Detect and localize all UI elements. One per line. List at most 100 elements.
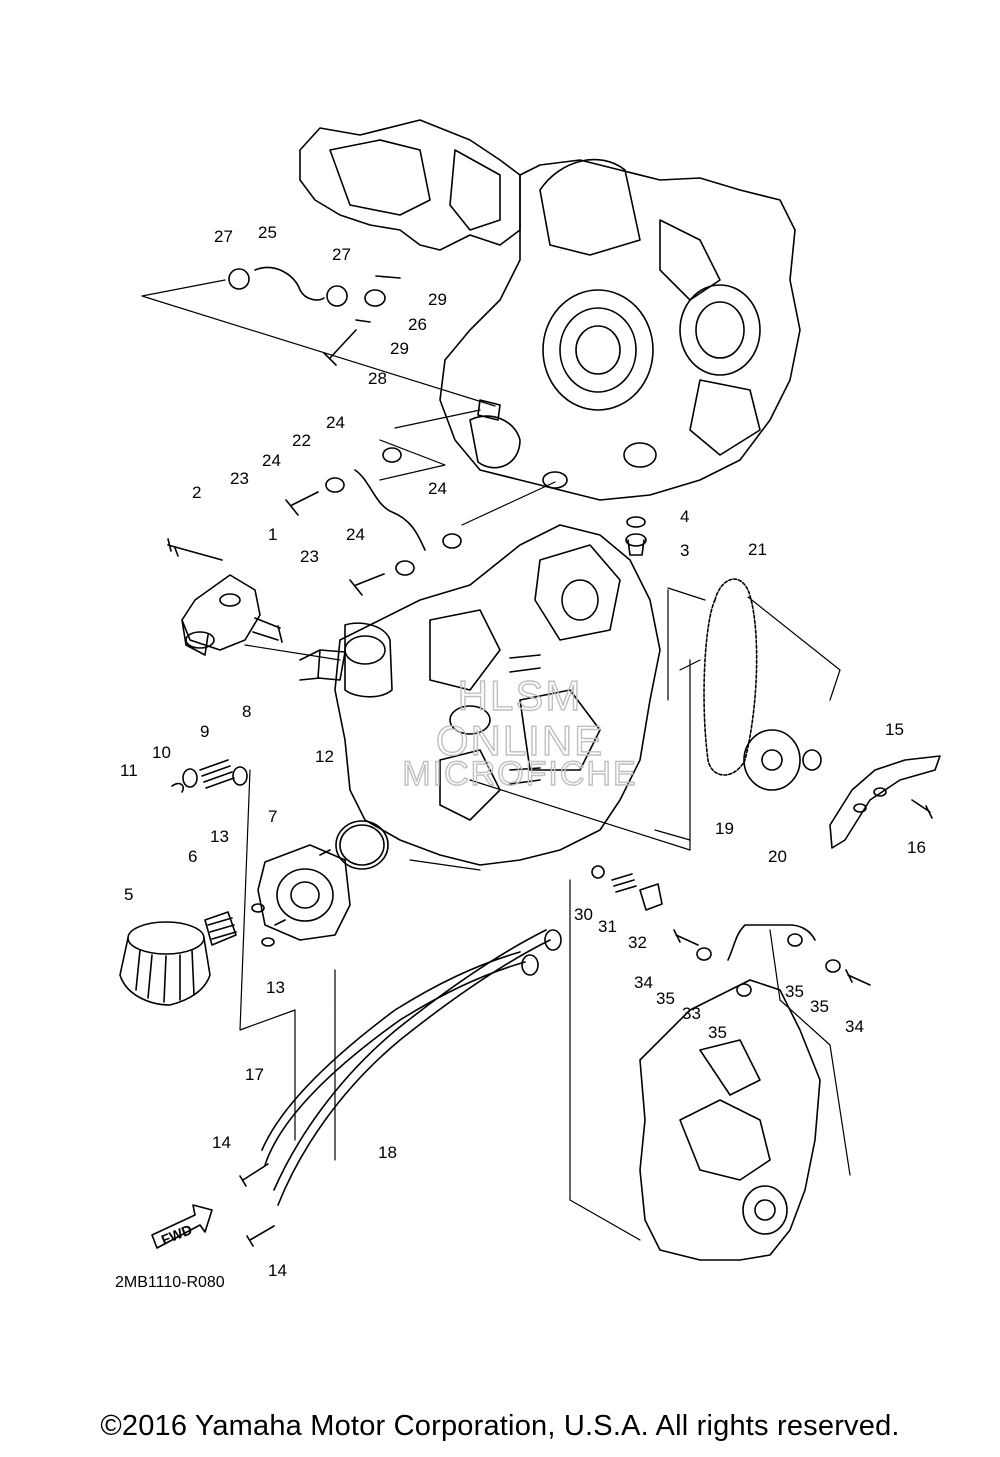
ball-30 [591, 865, 605, 879]
callout-label: 24 [262, 451, 281, 470]
callout-label: 13 [210, 827, 229, 846]
upper-crankcase [299, 119, 801, 501]
callout-label: 35 [810, 997, 829, 1016]
washer-4 [626, 516, 646, 528]
callout-label: 20 [768, 847, 787, 866]
callout-label: 32 [628, 933, 647, 952]
guide-15 [829, 755, 941, 849]
callout-label: 2 [192, 483, 201, 502]
clamp-27b [326, 285, 348, 307]
chain-21 [703, 578, 758, 776]
filter-housing-7 [257, 844, 351, 941]
crankcase-cover [639, 979, 821, 1261]
callout-label: 24 [428, 479, 447, 498]
part-8 [232, 766, 248, 786]
washer-35c [825, 959, 841, 973]
bolt-16 [911, 799, 933, 819]
callout-label: 23 [300, 547, 319, 566]
callout-labels: 1 2 3 4 5 6 7 8 9 10 11 12 13 13 14 14 1… [120, 223, 926, 1280]
callout-label: 34 [634, 973, 653, 992]
callout-label: 35 [656, 989, 675, 1008]
callout-label: 10 [152, 743, 171, 762]
callout-label: 22 [292, 431, 311, 450]
callout-label: 13 [266, 978, 285, 997]
callout-label: 3 [680, 541, 689, 560]
bolt-2 [167, 538, 223, 561]
svg-text:MICROFICHE: MICROFICHE [402, 755, 637, 793]
drain-plug-3 [625, 533, 647, 556]
o-ring-12 [335, 820, 389, 870]
o-ring-13b [261, 937, 275, 947]
part-29b [355, 319, 371, 323]
bolt-14a [239, 1163, 269, 1187]
joint-26 [364, 289, 386, 307]
callout-label: 29 [428, 290, 447, 309]
washer-35d [736, 983, 752, 997]
svg-text:ONLINE: ONLINE [436, 717, 604, 764]
lower-crankcase [299, 524, 661, 866]
callout-label: 11 [120, 761, 138, 780]
fwd-label: FWD [159, 1221, 195, 1248]
svg-text:HLSM: HLSM [458, 672, 583, 719]
oil-pump [181, 574, 283, 656]
washer-35b [787, 933, 803, 947]
bolt-23a [285, 491, 319, 516]
watermark: HLSM ONLINE MICROFICHE [402, 671, 637, 793]
callout-label: 6 [188, 847, 197, 866]
plug-32 [639, 883, 663, 911]
copyright-notice: ©2016 Yamaha Motor Corporation, U.S.A. A… [100, 1410, 900, 1442]
callout-label: 27 [332, 245, 351, 264]
callout-label: 25 [258, 223, 277, 242]
bolt-23b [349, 573, 385, 596]
bolt-34a [673, 929, 699, 946]
callout-label: 1 [268, 525, 277, 544]
callout-label: 15 [885, 720, 904, 739]
callout-label: 28 [368, 369, 387, 388]
fwd-arrow [151, 1204, 213, 1249]
callout-label: 33 [682, 1004, 701, 1023]
oil-pipe-17 [261, 951, 539, 1166]
washer-24c [442, 533, 462, 549]
callout-label: 14 [268, 1261, 287, 1280]
washer-35a [696, 947, 712, 961]
callout-label: 9 [200, 722, 209, 741]
callout-label: 24 [326, 413, 345, 432]
callout-label: 35 [785, 982, 804, 1001]
callout-label: 7 [268, 807, 277, 826]
fitting-6 [204, 911, 237, 946]
callout-label: 19 [715, 819, 734, 838]
hose-25 [254, 266, 325, 301]
callout-label: 23 [230, 469, 249, 488]
callout-label: 35 [708, 1023, 727, 1042]
part-29a [375, 275, 401, 279]
part-10 [182, 768, 198, 788]
callout-label: 30 [574, 905, 593, 924]
callout-label: 17 [245, 1065, 264, 1084]
callout-label: 12 [315, 747, 334, 766]
oil-filter-5 [119, 921, 211, 1006]
callout-label: 29 [390, 339, 409, 358]
callout-label: 34 [845, 1017, 864, 1036]
callout-label: 27 [214, 227, 233, 246]
callout-label: 26 [408, 315, 427, 334]
oil-pipe-18 [273, 929, 562, 1206]
callout-label: 16 [907, 838, 926, 857]
callout-label: 14 [212, 1133, 231, 1152]
bolt-34b [845, 969, 871, 986]
callout-label: 31 [598, 917, 617, 936]
callout-label: 8 [242, 702, 251, 721]
guide-lines [141, 279, 851, 1241]
bolt-28 [323, 329, 357, 366]
bolt-14b [246, 1225, 275, 1247]
drawing-code: 2MB1110-R080 [115, 1274, 225, 1291]
clamp-27a [228, 268, 250, 290]
pipe-33 [727, 924, 816, 961]
spring-31 [611, 873, 637, 893]
callout-label: 5 [124, 885, 133, 904]
spring-9 [199, 759, 235, 789]
callout-label: 4 [680, 507, 689, 526]
o-ring-13a [251, 903, 265, 913]
washer-24a [382, 447, 402, 463]
pipe-22 [354, 469, 426, 551]
